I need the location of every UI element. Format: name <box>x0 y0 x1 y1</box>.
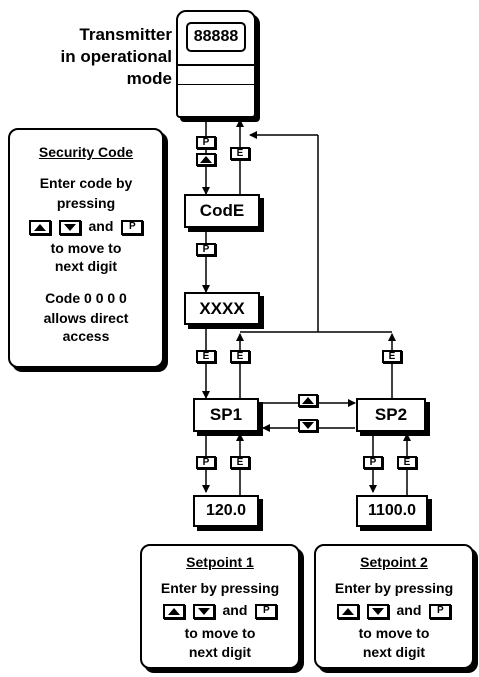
transmitter-caption-line1: Transmitter <box>79 25 172 44</box>
key-e-sp2-value: E <box>397 456 417 469</box>
transmitter-caption-line2: in operational <box>60 47 172 66</box>
up-key-icon <box>28 219 51 235</box>
key-up-transmitter <box>196 153 216 166</box>
down-key-icon <box>192 603 215 619</box>
state-entry: XXXX <box>184 292 260 325</box>
setpoint1-keys-row: and P <box>142 602 298 619</box>
key-up-sp1-sp2 <box>298 394 318 407</box>
state-sp1: SP1 <box>193 398 259 432</box>
up-key-icon <box>336 603 359 619</box>
setpoint2-and: and <box>396 602 422 618</box>
transmitter-divider-2 <box>178 84 254 85</box>
setpoint1-title: Setpoint 1 <box>186 554 254 570</box>
security-code-line1: Enter code by <box>39 175 133 191</box>
state-sp1-value: 120.0 <box>193 495 259 527</box>
security-code-panel: Security Code Enter code by pressing and… <box>8 128 164 368</box>
key-e-entry: E <box>196 350 216 363</box>
setpoint1-and: and <box>222 602 248 618</box>
transmitter-device: 88888 <box>176 10 256 118</box>
state-sp2: SP2 <box>356 398 426 432</box>
key-e-sp1-value: E <box>230 456 250 469</box>
setpoint2-title: Setpoint 2 <box>360 554 428 570</box>
p-key-icon: P <box>121 219 144 235</box>
up-arrow-icon <box>200 156 212 163</box>
key-e-code: E <box>230 147 250 160</box>
key-p-sp2: P <box>363 456 383 469</box>
key-p-sp1: P <box>196 456 216 469</box>
security-code-line5: next digit <box>54 258 118 274</box>
up-arrow-icon <box>302 397 314 404</box>
security-code-line2: pressing <box>56 195 116 211</box>
setpoint1-line3: to move to <box>184 625 256 641</box>
down-key-icon <box>366 603 389 619</box>
transmitter-caption: Transmitter in operational mode <box>0 24 172 90</box>
setpoint2-keys-row: and P <box>316 602 472 619</box>
setpoint1-line1: Enter by pressing <box>160 580 280 596</box>
key-down-sp2-sp1 <box>298 419 318 432</box>
setpoint2-line1: Enter by pressing <box>334 580 454 596</box>
transmitter-divider <box>178 64 254 66</box>
security-code-line6: Code 0 0 0 0 <box>45 290 127 306</box>
setpoint1-line4: next digit <box>188 644 252 660</box>
key-e-sp1: E <box>230 350 250 363</box>
transmitter-display: 88888 <box>186 22 246 52</box>
transmitter-caption-line3: mode <box>126 69 172 88</box>
security-code-keys-row: and P <box>10 218 162 235</box>
down-key-icon <box>58 219 81 235</box>
transmitter-display-value: 88888 <box>193 28 239 45</box>
p-key-icon: P <box>429 603 452 619</box>
security-code-and: and <box>88 218 114 234</box>
security-code-line7: allows direct <box>43 310 129 326</box>
setpoint2-line4: next digit <box>362 644 426 660</box>
p-key-icon: P <box>255 603 278 619</box>
state-sp2-value: 1100.0 <box>356 495 428 527</box>
security-code-title: Security Code <box>38 144 134 160</box>
down-arrow-icon <box>302 422 314 429</box>
key-p-transmitter: P <box>196 136 216 149</box>
key-p-code: P <box>196 243 216 256</box>
state-code: CodE <box>184 194 260 228</box>
setpoint2-panel: Setpoint 2 Enter by pressing and P to mo… <box>314 544 474 669</box>
key-e-sp2: E <box>382 350 402 363</box>
security-code-line8: access <box>62 328 110 344</box>
setpoint1-panel: Setpoint 1 Enter by pressing and P to mo… <box>140 544 300 669</box>
setpoint2-line3: to move to <box>358 625 430 641</box>
up-key-icon <box>162 603 185 619</box>
security-code-line4: to move to <box>50 240 122 256</box>
